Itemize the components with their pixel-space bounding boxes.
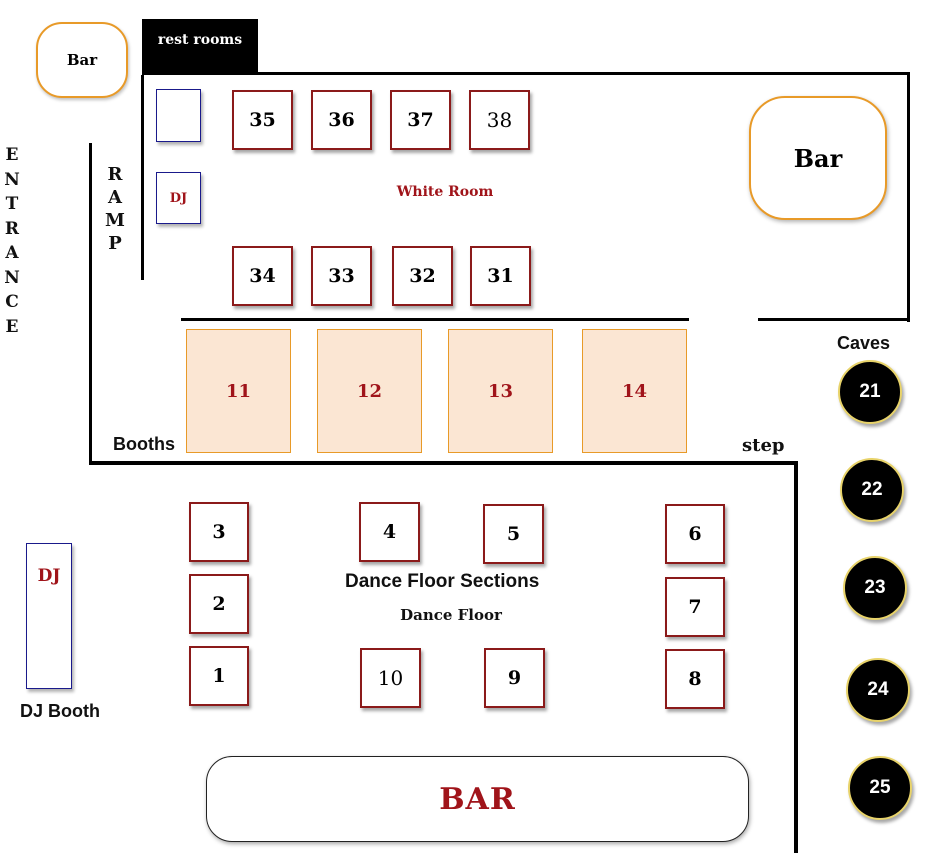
table-34[interactable]: 34 — [232, 246, 293, 306]
table-9[interactable]: 9 — [484, 648, 545, 708]
wall-right-return — [758, 318, 910, 321]
wall-right-upper — [907, 72, 910, 322]
bar-white-room-label: Bar — [793, 143, 843, 173]
dance-floor-label: Dance Floor — [400, 606, 502, 624]
wall-ramp — [141, 75, 144, 280]
cave-23[interactable]: 23 — [843, 556, 907, 620]
wall-booth-rail — [181, 318, 689, 321]
step-label: step — [742, 435, 785, 456]
bar-main[interactable]: BAR — [206, 756, 749, 842]
dance-floor-sections-label: Dance Floor Sections — [345, 571, 540, 592]
rest-rooms-label: rest rooms — [157, 32, 243, 48]
rest-rooms[interactable]: rest rooms — [142, 19, 258, 75]
white-room-dj[interactable]: DJ — [156, 172, 201, 224]
wall-dance-right — [794, 461, 798, 853]
dj-booth[interactable]: DJ — [26, 543, 72, 689]
booth-13[interactable]: 13 — [448, 329, 553, 453]
table-4[interactable]: 4 — [359, 502, 420, 562]
table-1[interactable]: 1 — [189, 646, 249, 706]
cave-24[interactable]: 24 — [846, 658, 910, 722]
table-33[interactable]: 33 — [311, 246, 372, 306]
bar-top-left-label: Bar — [66, 51, 98, 69]
cave-22[interactable]: 22 — [840, 458, 904, 522]
table-2[interactable]: 2 — [189, 574, 249, 634]
dj-booth-label: DJ Booth — [20, 701, 100, 721]
white-room-blank-box[interactable] — [156, 89, 201, 142]
table-36[interactable]: 36 — [311, 90, 372, 150]
table-8[interactable]: 8 — [665, 649, 725, 709]
wall-top — [142, 72, 910, 75]
bar-white-room[interactable]: Bar — [749, 96, 887, 220]
wall-left-outer — [89, 143, 92, 465]
booths-label: Booths — [113, 434, 175, 454]
table-6[interactable]: 6 — [665, 504, 725, 564]
booth-14[interactable]: 14 — [582, 329, 687, 453]
table-32[interactable]: 32 — [392, 246, 453, 306]
white-room-label: White Room — [396, 184, 494, 200]
cave-25[interactable]: 25 — [848, 756, 912, 820]
table-5[interactable]: 5 — [483, 504, 544, 564]
table-31[interactable]: 31 — [470, 246, 531, 306]
table-35[interactable]: 35 — [232, 90, 293, 150]
table-37[interactable]: 37 — [390, 90, 451, 150]
dj-booth-mark: DJ — [37, 566, 61, 586]
cave-21[interactable]: 21 — [838, 360, 902, 424]
white-room-dj-label: DJ — [169, 190, 188, 206]
caves-label: Caves — [837, 333, 891, 353]
ramp-label: R A M P — [105, 164, 125, 254]
table-10[interactable]: 10 — [360, 648, 421, 708]
table-38[interactable]: 38 — [469, 90, 530, 150]
table-3[interactable]: 3 — [189, 502, 249, 562]
wall-step — [89, 461, 797, 465]
booth-12[interactable]: 12 — [317, 329, 422, 453]
bar-top-left[interactable]: Bar — [36, 22, 128, 98]
bar-main-label: BAR — [439, 781, 516, 817]
entrance-label: E N T R A N C E — [4, 145, 20, 337]
table-7[interactable]: 7 — [665, 577, 725, 637]
booth-11[interactable]: 11 — [186, 329, 291, 453]
